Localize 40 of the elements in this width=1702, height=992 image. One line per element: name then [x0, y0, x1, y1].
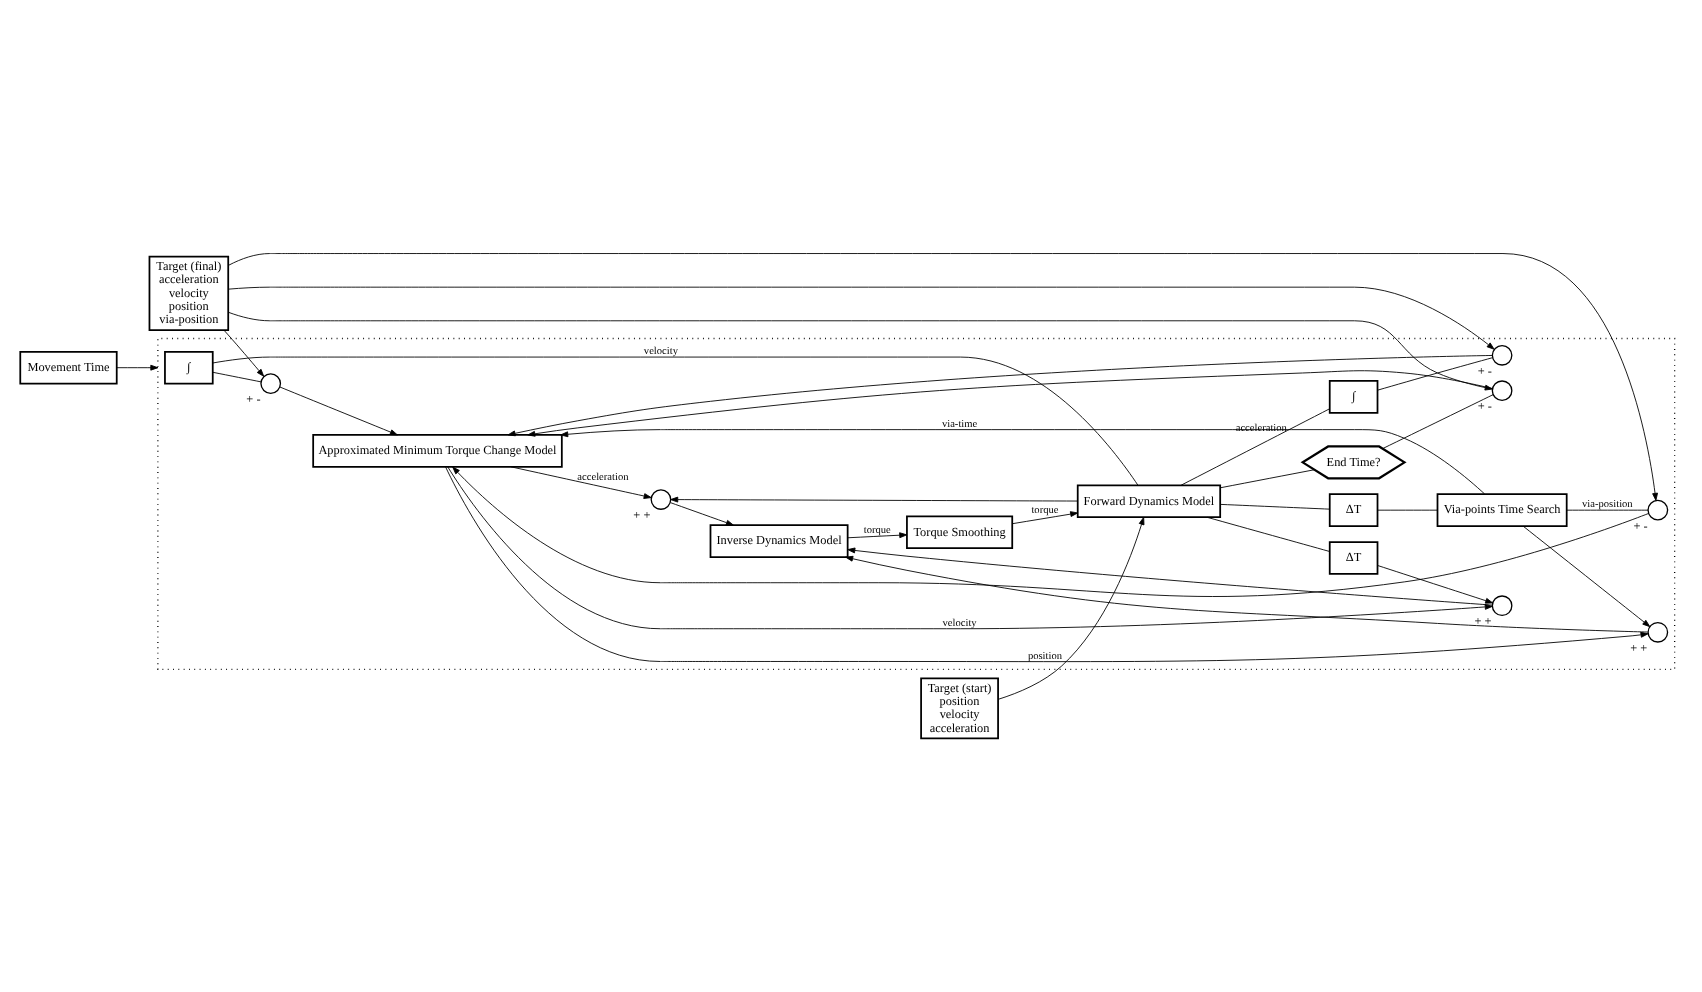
arrow [1012, 511, 1079, 525]
arrow [510, 466, 652, 499]
arrow [452, 466, 1649, 597]
node-circle [1491, 380, 1513, 402]
node-circle [1647, 499, 1669, 521]
connector [1566, 509, 1649, 511]
node-circle [1647, 621, 1669, 643]
node-circle [260, 373, 282, 394]
arrow [227, 286, 1495, 350]
connector [1382, 394, 1494, 449]
node-circle [1491, 595, 1513, 617]
connector [1219, 503, 1331, 510]
cluster [157, 337, 1676, 671]
arrow [279, 386, 398, 436]
arrow [527, 370, 1493, 437]
arrow [1522, 525, 1651, 628]
node-circle [650, 489, 672, 510]
arrow [445, 466, 1649, 663]
arrow [847, 547, 1493, 606]
arrow [847, 532, 908, 539]
node-circle [1491, 344, 1513, 366]
connector [1206, 516, 1330, 552]
arrow [227, 311, 1493, 391]
arrow [223, 329, 265, 377]
connector [1377, 509, 1438, 511]
arrow [670, 496, 1078, 503]
arrow [447, 466, 1493, 630]
connector [212, 356, 1139, 486]
connector [1377, 357, 1493, 391]
arrow [997, 516, 1145, 700]
arrow [845, 555, 1649, 633]
connector [1180, 408, 1331, 486]
arrow [507, 355, 1493, 437]
arrow [228, 253, 1658, 501]
arrow [1377, 565, 1494, 604]
arrow [670, 502, 734, 526]
arrow [560, 429, 1486, 495]
arrow [116, 364, 159, 371]
connector [212, 371, 262, 383]
connector [1219, 469, 1315, 489]
